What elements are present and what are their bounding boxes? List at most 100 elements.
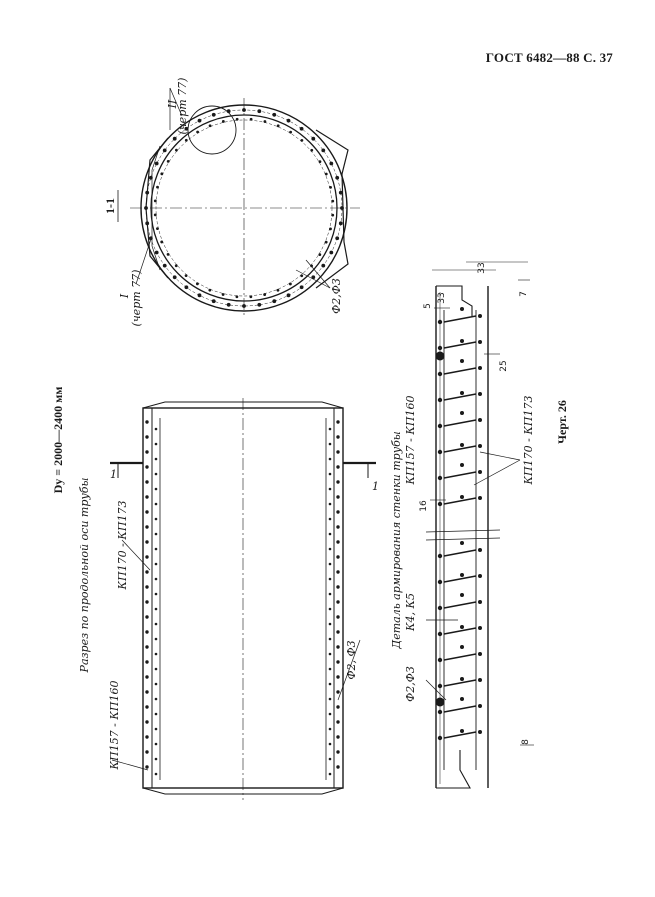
stirrup-bar (443, 731, 477, 739)
rebar-dot (328, 592, 332, 596)
detail-bar-dot (478, 704, 482, 708)
rebar-dot (328, 712, 332, 716)
rebar-dot (328, 667, 332, 671)
cross-section-1-1 (130, 87, 360, 318)
dim-16: 16 (419, 500, 429, 512)
rebar-dot (336, 645, 340, 649)
stirrup-bar (443, 627, 477, 635)
ring-rebar-dot (184, 126, 189, 131)
rebar-dot (154, 457, 158, 461)
rebar-dot (154, 487, 158, 491)
ring-rebar-dot (184, 285, 189, 290)
ring-rebar-dot (184, 138, 188, 142)
rebar-dot (336, 495, 340, 499)
dim-33-a: 33 (437, 292, 447, 303)
callout-I-ref: (черт 77) (130, 270, 143, 327)
stirrup-bar (443, 445, 477, 453)
ring-rebar-dot (208, 124, 212, 128)
detail-bar-dot (437, 449, 443, 455)
rebar-dot (145, 465, 149, 469)
rebar-dot (336, 555, 340, 559)
detail-title: Деталь армирования стенки трубы (390, 431, 403, 650)
callout-II-ref: (черт 77) (176, 78, 189, 135)
detail-bar-dot (437, 631, 443, 637)
reinforcement-dots-left (145, 420, 158, 776)
rebar-dot (145, 540, 149, 544)
detail-bar-dot (460, 443, 464, 447)
ring-rebar-dot (154, 250, 159, 255)
ring-rebar-dot (174, 264, 178, 268)
ring-rebar-dot (263, 293, 267, 296)
rebar-dot (154, 502, 158, 506)
rebar-dot (328, 727, 332, 731)
rebar-dot (328, 682, 332, 686)
ring-rebar-dot (144, 206, 148, 210)
rebar-dot (336, 660, 340, 664)
rebar-dot (145, 585, 149, 589)
rebar-dot (328, 562, 332, 566)
stirrup-bar (443, 575, 477, 583)
ring-rebar-dot (318, 160, 322, 164)
label-kp157-detail: КП157 - КП160 (404, 396, 417, 486)
ring-rebar-dot (242, 304, 246, 308)
detail-bar-dot (460, 645, 464, 649)
detail-stirrups (443, 315, 477, 739)
rebar-dot (145, 720, 149, 724)
rebar-dot (154, 547, 158, 551)
detail-bar-dot (478, 340, 482, 344)
ring-rebar-dot (153, 213, 157, 217)
ring-rebar-dot (197, 293, 202, 298)
ring-rebar-dot (160, 240, 164, 244)
ring-rebar-dot (156, 227, 159, 231)
callout-I: I (118, 293, 131, 299)
ring-rebar-dot (299, 126, 304, 131)
label-kp157-long: КП157 - КП160 (108, 681, 121, 771)
ring-rebar-dot (286, 118, 291, 123)
ring-rebar-dot (331, 213, 335, 217)
ring-rebar-dot (335, 236, 340, 241)
detail-bar-dot (437, 319, 443, 325)
rebar-dot (336, 675, 340, 679)
document-reference: ГОСТ 6482—88 С. 37 (485, 50, 613, 65)
rebar-dot (154, 772, 158, 776)
detail-bar-dot (460, 463, 464, 467)
ring-rebar-dot (329, 227, 332, 231)
detail-bar-dot (437, 423, 443, 429)
ring-rebar-dot (300, 274, 304, 278)
detail-bar-dot (460, 697, 464, 701)
ring-rebar-dot (272, 112, 277, 117)
rebar-dot (145, 435, 149, 439)
rebar-dot (154, 607, 158, 611)
dim-5: 5 (423, 303, 433, 309)
ring-rebar-dot (300, 139, 304, 142)
rebar-dot (154, 667, 158, 671)
detail-bar-dot (460, 593, 464, 597)
detail-bar-dot (437, 501, 443, 507)
ring-rebar-dot (196, 130, 200, 134)
detail-bar-dot (478, 314, 482, 318)
rebar-dot (145, 750, 149, 754)
detail-bar-dot (478, 392, 482, 396)
rebar-dot (154, 532, 158, 536)
ring-rebar-dot (276, 288, 280, 292)
ring-rebar-dot (166, 159, 170, 163)
detail-bar-dot (478, 548, 482, 552)
rebar-dot (336, 750, 340, 754)
ring-rebar-dot (276, 124, 280, 128)
rebar-dot (145, 495, 149, 499)
detail-bar-dot (437, 475, 443, 481)
stirrup-bar (443, 367, 477, 375)
rebar-dot (328, 547, 332, 551)
diameter-note: Dy = 2000—2400 мм (51, 387, 65, 494)
detail-bar-dot (478, 652, 482, 656)
rebar-dot (145, 525, 149, 529)
rebar-dot (145, 705, 149, 709)
ring-rebar-dot (286, 293, 291, 298)
rebar-dot (145, 480, 149, 484)
rebar-dot (328, 622, 332, 626)
ring-rebar-dot (289, 130, 293, 134)
rebar-dot (328, 427, 332, 431)
rebar-dot (336, 540, 340, 544)
